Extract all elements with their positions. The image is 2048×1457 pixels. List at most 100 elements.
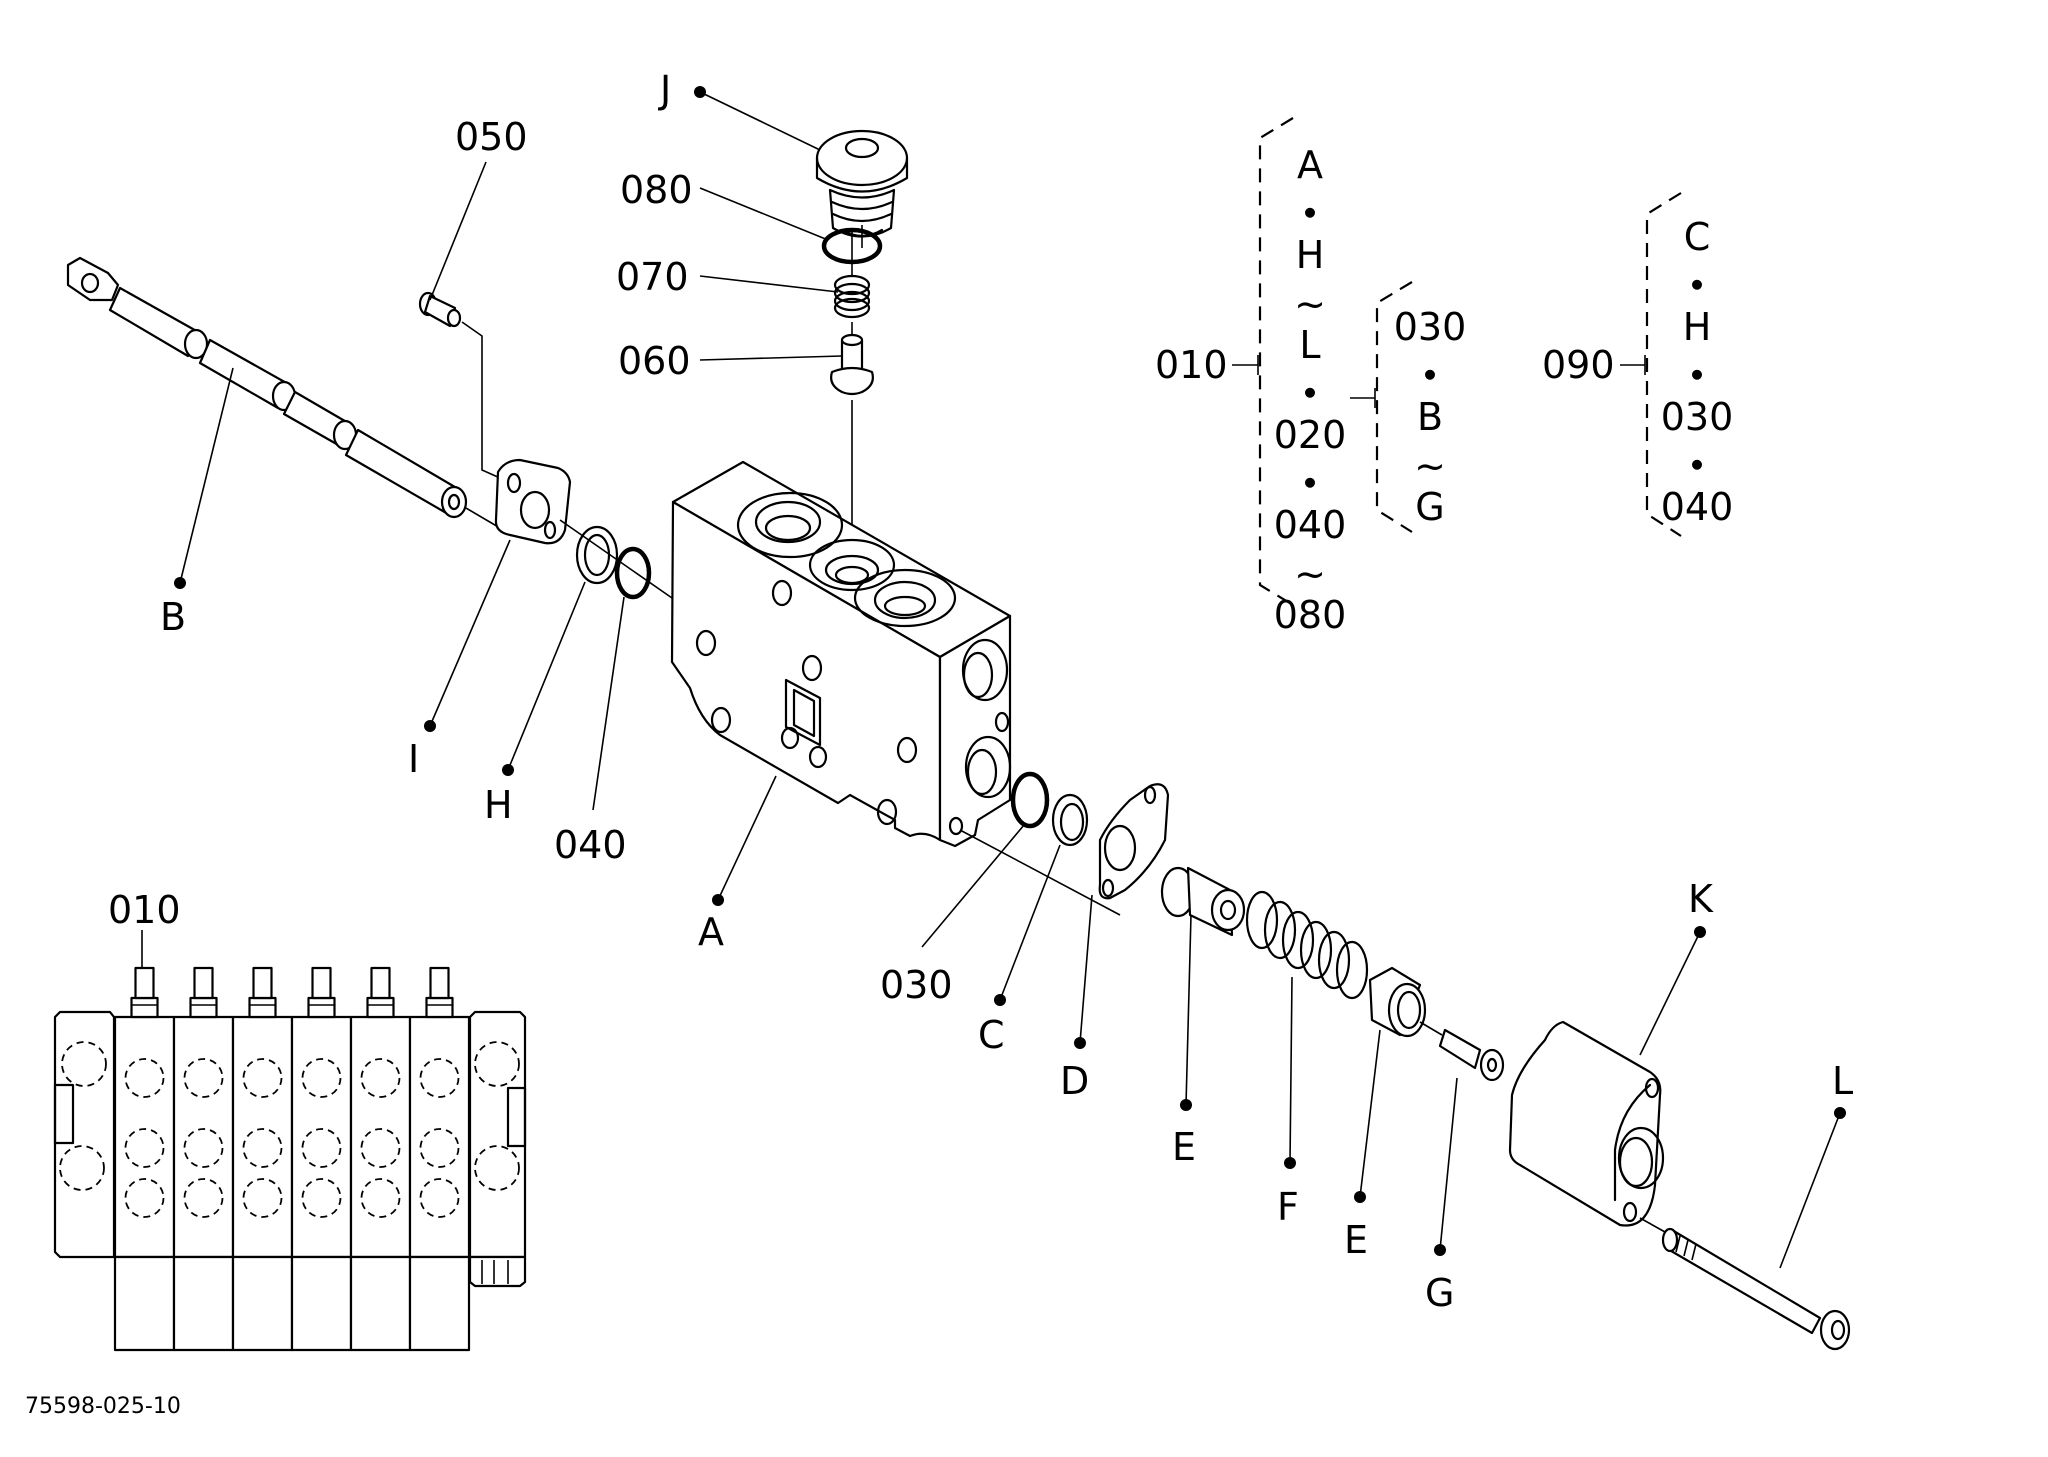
assembly-section-lower: [172, 1255, 235, 1352]
assembly-port-hidden: [301, 1128, 342, 1168]
part-K-cap[interactable]: [1508, 1020, 1665, 1227]
callout-050: 050: [455, 115, 528, 159]
callout-A: A: [698, 910, 724, 954]
assembly-port-hidden: [124, 1178, 165, 1218]
part-F-spring[interactable]: [1245, 890, 1369, 1000]
assembly-section-body: [349, 1015, 412, 1259]
callout-030: 030: [880, 963, 953, 1007]
callout-H: H: [484, 783, 513, 827]
leader-lines: [179, 91, 1841, 1269]
g010-member-4: L: [1299, 323, 1320, 367]
assembly-section-body: [290, 1015, 353, 1259]
g010-member-10: 080: [1274, 593, 1347, 637]
part-C-washer[interactable]: [1051, 793, 1089, 847]
part-L-bolt[interactable]: [1639, 1217, 1851, 1351]
assembly-port-hidden: [301, 1058, 342, 1098]
assembly-stem: [193, 966, 214, 1000]
assembly-section-body: [113, 1015, 176, 1259]
part-080-o-ring[interactable]: [821, 227, 883, 265]
assembly-port-hidden: [419, 1058, 460, 1098]
callout-C: C: [978, 1013, 1005, 1057]
g020-member-2: B: [1417, 395, 1443, 439]
assembly-stem: [252, 966, 273, 1000]
part-A-valve-body[interactable]: [670, 460, 1012, 848]
assembly-port-hidden: [183, 1178, 224, 1218]
g010-separator-dot: [1305, 387, 1315, 398]
assembly-section-body: [172, 1015, 235, 1259]
callout-F: F: [1277, 1185, 1299, 1229]
part-G-screw[interactable]: [1419, 1021, 1505, 1082]
assembly-view: 010: [53, 888, 527, 1352]
assembly-sections: [113, 966, 471, 1352]
g010-member-0: A: [1297, 143, 1323, 187]
callout-assembly-010: 010: [108, 888, 181, 932]
assembly-stem-base: [248, 996, 277, 1019]
g010-member-3: ~: [1294, 282, 1326, 326]
group-090-ref: 090: [1542, 343, 1615, 387]
callout-G: G: [1425, 1271, 1454, 1315]
part-E-seat-1[interactable]: [1160, 866, 1246, 937]
g010-member-6: 020: [1274, 413, 1347, 457]
g090-separator-dot: [1692, 459, 1702, 470]
part-070-spring[interactable]: [833, 264, 871, 319]
callout-E-2: E: [1344, 1218, 1368, 1262]
g020-member-4: G: [1415, 485, 1444, 529]
g090-member-4: 030: [1661, 395, 1734, 439]
assembly-stem: [429, 966, 450, 1000]
assembly-stem-base: [189, 996, 218, 1019]
assembly-port-hidden: [360, 1128, 401, 1168]
assembly-port-hidden: [183, 1058, 224, 1098]
part-E-seat-2[interactable]: [1368, 966, 1427, 1038]
assembly-port-hidden: [242, 1058, 283, 1098]
assembly-port-hidden: [124, 1058, 165, 1098]
g010-separator-dot: [1305, 207, 1315, 218]
callout-I: I: [408, 737, 419, 781]
g010-separator-dot: [1305, 477, 1315, 488]
part-I-cover-plate[interactable]: [494, 458, 572, 545]
assembly-port-hidden: [419, 1178, 460, 1218]
assembly-stem: [370, 966, 391, 1000]
assembly-stem: [134, 966, 155, 1000]
g090-member-0: C: [1684, 215, 1711, 259]
assembly-section-lower: [349, 1255, 412, 1352]
assembly-section-lower: [113, 1255, 176, 1352]
g010-member-2: H: [1296, 233, 1325, 277]
assembly-port-hidden: [242, 1128, 283, 1168]
g090-separator-dot: [1692, 369, 1702, 380]
figure-id: 75598-025-10: [25, 1394, 181, 1419]
assembly-port-hidden: [242, 1178, 283, 1218]
g090-member-2: H: [1683, 305, 1712, 349]
part-B-spool[interactable]: [66, 256, 501, 529]
g010-member-9: ~: [1294, 552, 1326, 596]
assembly-section-body: [408, 1015, 471, 1259]
callout-060: 060: [618, 339, 691, 383]
callout-J: J: [658, 68, 671, 112]
assembly-section-lower: [290, 1255, 353, 1352]
assembly-section-lower: [231, 1255, 294, 1352]
callout-B: B: [160, 595, 186, 639]
callout-K: K: [1688, 877, 1714, 921]
callout-080: 080: [620, 168, 693, 212]
part-040-o-ring[interactable]: [559, 519, 673, 600]
part-050-screw[interactable]: [418, 291, 501, 479]
g090-separator-dot: [1692, 279, 1702, 290]
assembly-section-body: [231, 1015, 294, 1259]
assembly-stem: [311, 966, 332, 1000]
part-060-poppet[interactable]: [830, 322, 874, 590]
assembly-port-hidden: [360, 1058, 401, 1098]
group-010-ref: 010: [1155, 343, 1228, 387]
assembly-stem-base: [307, 996, 336, 1019]
assembly-section-lower: [408, 1255, 471, 1352]
callout-D: D: [1060, 1059, 1089, 1103]
callout-E-1: E: [1172, 1125, 1196, 1169]
assembly-port-hidden: [301, 1178, 342, 1218]
callout-L: L: [1832, 1059, 1853, 1103]
g020-separator-dot: [1425, 369, 1435, 380]
part-030-o-ring[interactable]: [959, 771, 1121, 916]
part-D-flange[interactable]: [1098, 783, 1170, 900]
g020-member-0: 030: [1394, 305, 1467, 349]
